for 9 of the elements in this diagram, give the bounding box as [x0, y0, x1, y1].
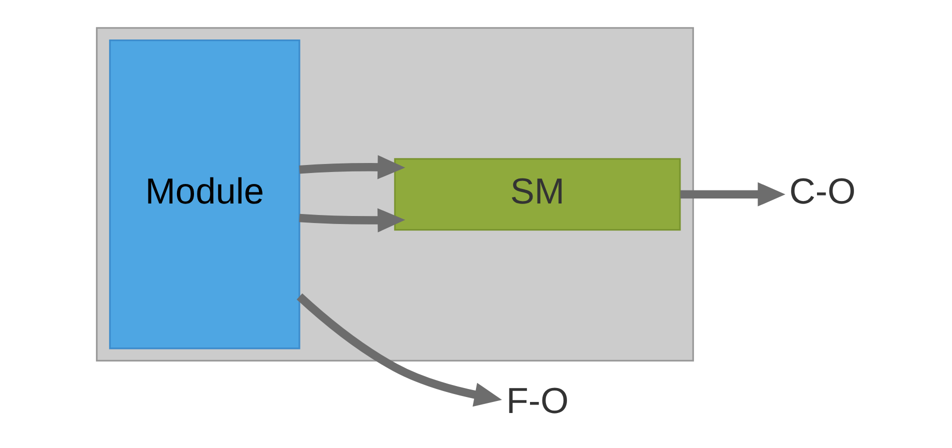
arrow	[296, 293, 502, 407]
node-text: F-O	[506, 380, 568, 421]
arrow	[298, 208, 405, 232]
arrow	[298, 155, 405, 180]
arrow	[680, 182, 785, 206]
node-box: Module	[108, 39, 300, 350]
cluster	[95, 27, 694, 362]
node-text: C-O	[788, 170, 856, 212]
node-box: SM	[394, 158, 680, 231]
